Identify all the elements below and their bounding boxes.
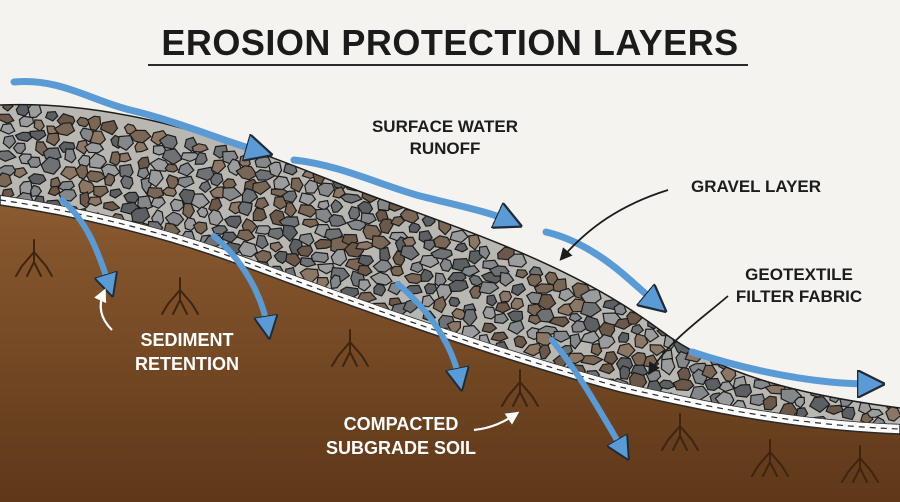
label-surface-runoff: SURFACE WATER RUNOFF: [355, 116, 535, 160]
title-underline: [148, 64, 748, 66]
gravel-stone: [165, 164, 178, 172]
gravel-stone: [739, 346, 756, 361]
gravel-stone: [170, 199, 183, 211]
gravel-stone: [391, 266, 404, 276]
gravel-stone: [874, 394, 890, 406]
label-geotextile-line1: GEOTEXTILE: [724, 264, 874, 286]
label-geotextile-line2: FILTER FABRIC: [724, 286, 874, 308]
gravel-stone: [842, 407, 855, 419]
label-surface-runoff-line2: RUNOFF: [355, 138, 535, 160]
gravel-stone: [500, 291, 512, 302]
gravel-stone: [409, 223, 420, 233]
label-surface-runoff-line1: SURFACE WATER: [355, 116, 535, 138]
label-sediment-line2: RETENTION: [112, 352, 262, 376]
gravel-stone: [620, 366, 630, 379]
page-title: EROSION PROTECTION LAYERS: [0, 22, 900, 64]
gravel-stone: [449, 297, 460, 306]
gravel-stone: [311, 252, 328, 262]
label-sediment-retention: SEDIMENT RETENTION: [112, 328, 262, 376]
label-compacted-line1: COMPACTED: [316, 412, 486, 436]
gravel-stone: [28, 157, 41, 167]
gravel-stone: [434, 236, 451, 249]
gravel-stone: [16, 132, 32, 141]
gravel-stone: [702, 335, 718, 349]
gravel-stone: [687, 332, 702, 343]
label-compacted-soil: COMPACTED SUBGRADE SOIL: [316, 412, 486, 460]
label-gravel-layer-line1: GRAVEL LAYER: [676, 176, 836, 198]
gravel-stone: [65, 149, 76, 163]
label-compacted-line2: SUBGRADE SOIL: [316, 436, 486, 460]
gravel-pointer: [562, 190, 668, 258]
label-geotextile: GEOTEXTILE FILTER FABRIC: [724, 264, 874, 308]
gravel-stone: [722, 348, 739, 358]
label-sediment-line1: SEDIMENT: [112, 328, 262, 352]
gravel-stone: [483, 307, 495, 319]
gravel-stone: [349, 207, 360, 220]
label-gravel-layer: GRAVEL LAYER: [676, 176, 836, 198]
gravel-stone: [440, 259, 452, 272]
gravel-stone: [855, 387, 866, 397]
